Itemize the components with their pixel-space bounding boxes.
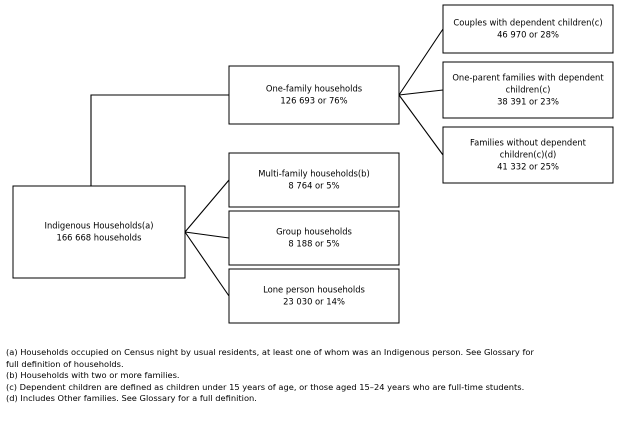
footnote-c: (c) Dependent children are defined as ch…: [6, 381, 525, 392]
node-one-family-households: One-family households 126 693 or 76%: [228, 65, 400, 125]
node-families-without-dependent-children: Families without dependent children(c)(d)…: [442, 126, 614, 184]
node-layer: Indigenous Households(a) 166 668 househol…: [12, 4, 614, 324]
node-text-families-without-dependent-children-line-1: children(c)(d): [500, 150, 557, 160]
node-box-lone-person-households: [228, 268, 400, 324]
node-text-lone-person-households-line-0: Lone person households: [263, 285, 365, 295]
footnote-d: (d) Includes Other families. See Glossar…: [6, 393, 257, 404]
node-box-group-households: [228, 210, 400, 266]
node-text-families-without-dependent-children-line-0: Families without dependent: [470, 138, 587, 148]
node-text-indigenous-households-line-0: Indigenous Households(a): [44, 221, 153, 231]
edge-one-family-to-families-no-dep: [398, 94, 444, 156]
node-text-multi-family-households-line-1: 8 764 or 5%: [288, 181, 339, 191]
node-text-group-households-line-1: 8 188 or 5%: [288, 239, 339, 249]
footnote-a-cont: full definition of households.: [6, 358, 124, 369]
flowchart-canvas: Indigenous Households(a) 166 668 househol…: [12, 4, 614, 324]
node-box-families-without-dependent-children: [442, 126, 614, 184]
node-indigenous-households: Indigenous Households(a) 166 668 househol…: [12, 185, 186, 279]
footnote-b: (b) Households with two or more families…: [6, 370, 180, 381]
edge-root-to-one-family: [90, 94, 229, 186]
node-text-one-parent-families-with-dependent-children-line-1: children(c): [506, 85, 551, 95]
connector-layer: [90, 28, 444, 297]
node-box-indigenous-households: [12, 185, 186, 279]
footnotes-block: (a) Households occupied on Census night …: [6, 347, 612, 405]
node-multi-family-households: Multi-family households(b) 8 764 or 5%: [228, 152, 400, 208]
node-text-multi-family-households-line-0: Multi-family households(b): [258, 169, 370, 179]
node-text-one-parent-families-with-dependent-children-line-0: One-parent families with dependent: [452, 73, 604, 83]
footnote-a: (a) Households occupied on Census night …: [6, 347, 534, 357]
edge-one-family-to-couples: [398, 28, 444, 96]
node-text-couples-with-dependent-children-line-1: 46 970 or 28%: [497, 30, 559, 40]
node-one-parent-families-with-dependent-children: One-parent families with dependent childr…: [442, 61, 614, 119]
node-couples-with-dependent-children: Couples with dependent children(c) 46 970…: [442, 4, 614, 54]
node-box-one-family-households: [228, 65, 400, 125]
node-box-multi-family-households: [228, 152, 400, 208]
node-box-one-parent-families-with-dependent-children: [442, 61, 614, 119]
node-lone-person-households: Lone person households 23 030 or 14%: [228, 268, 400, 324]
node-text-couples-with-dependent-children-line-0: Couples with dependent children(c): [453, 18, 602, 28]
node-group-households: Group households 8 188 or 5%: [228, 210, 400, 266]
edge-one-family-to-one-parent: [398, 89, 444, 96]
node-text-one-parent-families-with-dependent-children-line-2: 38 391 or 23%: [497, 97, 559, 107]
node-text-one-family-households-line-0: One-family households: [266, 84, 362, 94]
edge-root-to-lone-person: [184, 231, 230, 297]
node-text-one-family-households-line-1: 126 693 or 76%: [280, 96, 347, 106]
node-box-couples-with-dependent-children: [442, 4, 614, 54]
edge-root-to-multi-family: [184, 179, 230, 233]
node-text-families-without-dependent-children-line-2: 41 332 or 25%: [497, 162, 559, 172]
node-text-group-households-line-0: Group households: [276, 227, 352, 237]
node-text-lone-person-households-line-1: 23 030 or 14%: [283, 297, 345, 307]
edge-root-to-group: [184, 231, 230, 239]
node-text-indigenous-households-line-1: 166 668 households: [57, 233, 142, 243]
